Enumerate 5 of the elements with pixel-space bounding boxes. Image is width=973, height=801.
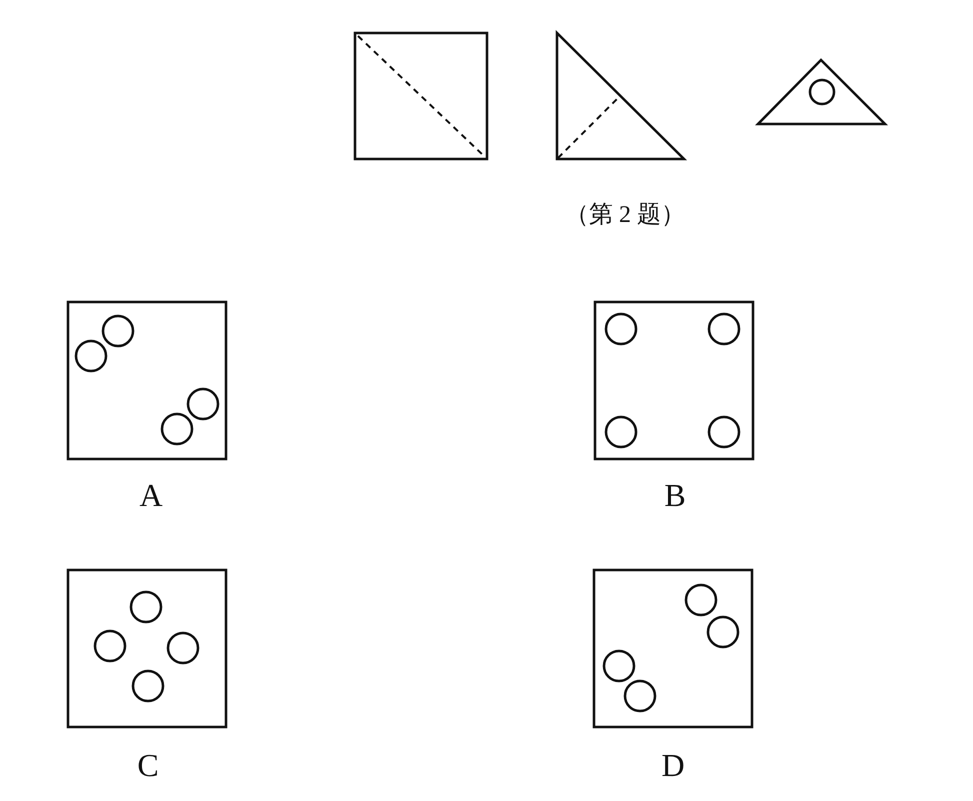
caption: （第 2 题）	[565, 203, 685, 227]
option-letter: B	[664, 479, 686, 511]
option-letter: D	[661, 749, 685, 781]
option-letter: A	[139, 479, 163, 511]
option-letter: C	[137, 749, 159, 781]
